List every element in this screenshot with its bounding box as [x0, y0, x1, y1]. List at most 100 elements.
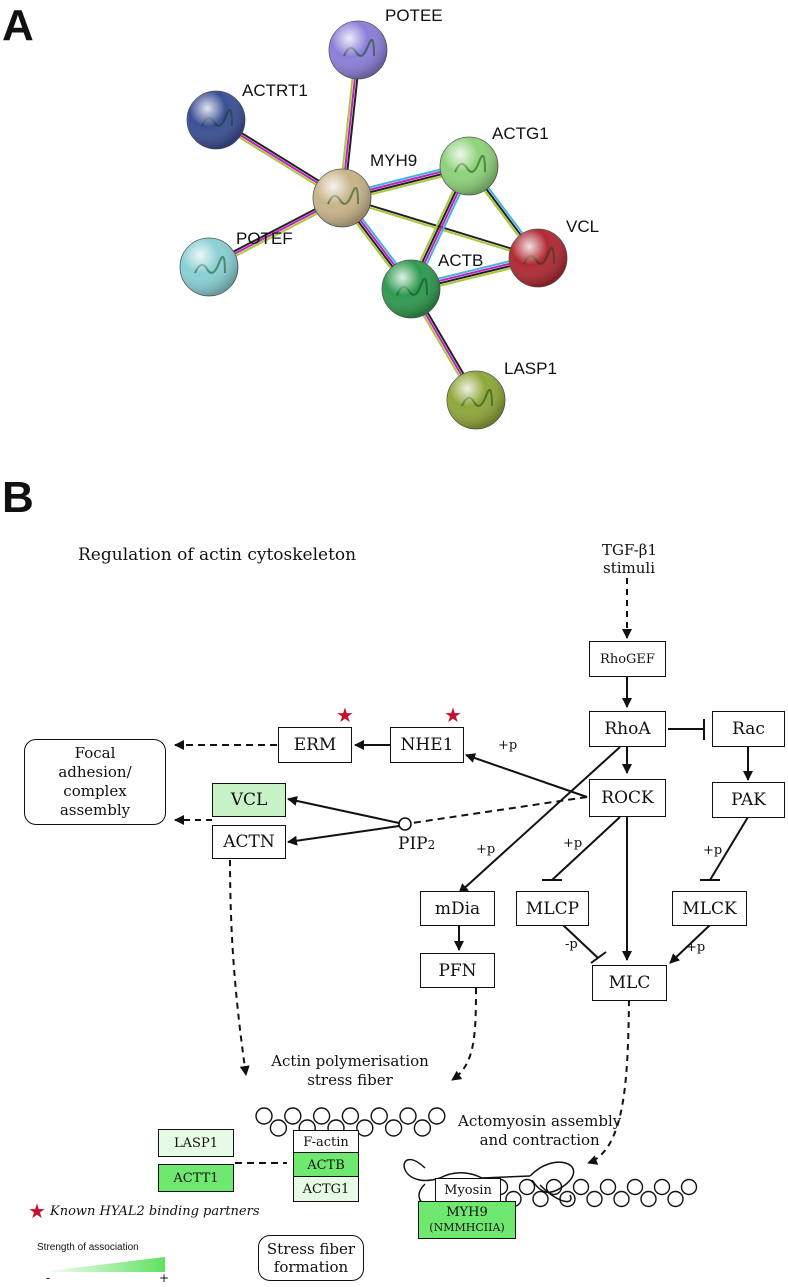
myh9-node: MYH9 (NMMHCIIA) [418, 1201, 516, 1239]
node-actb: ACTB [381, 251, 483, 319]
lasp1-node: LASP1 [158, 1129, 234, 1157]
actb-node: ACTB [293, 1152, 359, 1178]
node-label-lasp1: LASP1 [504, 359, 557, 378]
phospho-mlck: +p [703, 843, 723, 858]
mlc-node: MLC [592, 965, 667, 1001]
tgf-stimulus-line2: stimuli [603, 559, 656, 577]
actin-bead [572, 1178, 590, 1196]
node-actrt1: ACTRT1 [186, 81, 308, 150]
node-label-potee: POTEE [385, 6, 443, 25]
actomyosin-line1: Actomyosin assembly [458, 1112, 622, 1130]
legend-plus: + [159, 1271, 170, 1285]
actin-bead [370, 1107, 388, 1125]
stress-fiber-formation-box: Stress fiber formation [258, 1235, 364, 1281]
node-myh9: MYH9 [312, 151, 417, 228]
node-label-actg1: ACTG1 [492, 124, 549, 143]
actin-bead [613, 1190, 630, 1208]
actin-bead [255, 1107, 273, 1125]
actin-bead [518, 1178, 536, 1196]
actin-bead [428, 1107, 446, 1125]
rhoa-node: RhoA [589, 711, 666, 747]
actin-bead [559, 1190, 576, 1208]
dephospho-mlc: -p [565, 937, 578, 952]
edge-myh9-vcl [342, 195, 539, 258]
pathway-title: Regulation of actin cytoskeleton [78, 545, 357, 565]
pak-node: PAK [712, 782, 785, 818]
node-potef: POTEF [179, 229, 293, 297]
node-label-vcl: VCL [566, 217, 599, 236]
node-potee: POTEE [328, 6, 443, 80]
pip2-main: PIP [398, 834, 428, 854]
phospho-mlcp: +p [563, 836, 583, 851]
actin-bead [586, 1190, 603, 1208]
tgf-stimulus-line1: TGF-β1 [602, 541, 658, 559]
pfn-node: PFN [420, 953, 495, 988]
actin-bead [269, 1119, 288, 1137]
rock-node: ROCK [589, 779, 666, 817]
actin-bead [341, 1107, 360, 1125]
nhe1-node: NHE1 [390, 727, 464, 763]
legend-strength-title: Strength of association [37, 1242, 139, 1253]
pip2-label: PIP2 [398, 834, 435, 854]
factin-node: F-actin [293, 1130, 359, 1154]
actin-polymerisation-label: Actin polymerisation stress fiber [264, 1052, 436, 1090]
myh9-line2: (NMMHCIIA) [429, 1221, 505, 1234]
focal-line3: complex [63, 782, 127, 800]
star-icon-erm: ★ [336, 703, 354, 727]
mlcp-node: MLCP [516, 891, 589, 926]
node-label-myh9: MYH9 [370, 151, 417, 170]
actin-bead [640, 1190, 657, 1208]
phospho-nhe1: +p [498, 738, 518, 753]
rhogef-node: RhoGEF [589, 641, 666, 677]
vcl-node: VCL [212, 783, 286, 817]
star-icon-nhe1: ★ [444, 703, 462, 727]
actin-bead [284, 1107, 302, 1125]
myosin-node: Myosin [435, 1178, 501, 1202]
focal-adhesion-box: Focal adhesion/ complex assembly [24, 739, 166, 825]
stress-formation-line2: formation [273, 1258, 349, 1276]
phospho-mdia: +p [476, 842, 496, 857]
node-vcl: VCL [508, 217, 599, 288]
node-label-actb: ACTB [438, 251, 483, 270]
mlck-node: MLCK [672, 891, 747, 926]
actin-bead [399, 1107, 417, 1125]
actin-bead [384, 1119, 403, 1137]
legend-star-text: Known HYAL2 binding partners [50, 1204, 260, 1219]
actin-bead [312, 1107, 331, 1125]
star-icon-legend: ★ [28, 1199, 46, 1223]
actin-poly-line1: Actin polymerisation [271, 1052, 429, 1070]
actomyosin-line2: and contraction [479, 1131, 600, 1149]
actin-poly-line2: stress fiber [307, 1071, 393, 1089]
actin-bead [653, 1178, 671, 1196]
pip2-sub: 2 [427, 838, 436, 852]
actin-bead [413, 1119, 432, 1137]
stress-formation-line1: Stress fiber [266, 1240, 356, 1258]
phospho-mlc: +p [686, 940, 706, 955]
rac-node: Rac [712, 711, 785, 747]
node-lasp1: LASP1 [446, 359, 557, 430]
actomyosin-label: Actomyosin assembly and contraction [458, 1112, 621, 1150]
actin-bead [599, 1178, 617, 1196]
actg1-node: ACTG1 [293, 1176, 359, 1202]
actin-bead [680, 1178, 698, 1196]
focal-line4: assembly [59, 801, 131, 819]
actt1-node: ACTT1 [158, 1164, 234, 1192]
legend-minus: - [46, 1271, 51, 1285]
node-actg1: ACTG1 [439, 124, 549, 196]
node-label-actrt1: ACTRT1 [242, 81, 308, 100]
actin-bead [356, 1119, 374, 1137]
panel-b-letter: B [2, 473, 34, 522]
myh9-line1: MYH9 [446, 1205, 488, 1220]
panel-a-letter: A [2, 1, 34, 50]
node-label-potef: POTEF [236, 229, 293, 248]
actin-bead [626, 1178, 644, 1196]
focal-line2: adhesion/ [58, 763, 132, 781]
focal-line1: Focal [74, 744, 116, 762]
actin-bead [532, 1190, 549, 1208]
actin-bead [667, 1190, 684, 1208]
actn-node: ACTN [212, 825, 286, 859]
mdia-node: mDia [420, 891, 495, 926]
erm-node: ERM [278, 727, 352, 763]
